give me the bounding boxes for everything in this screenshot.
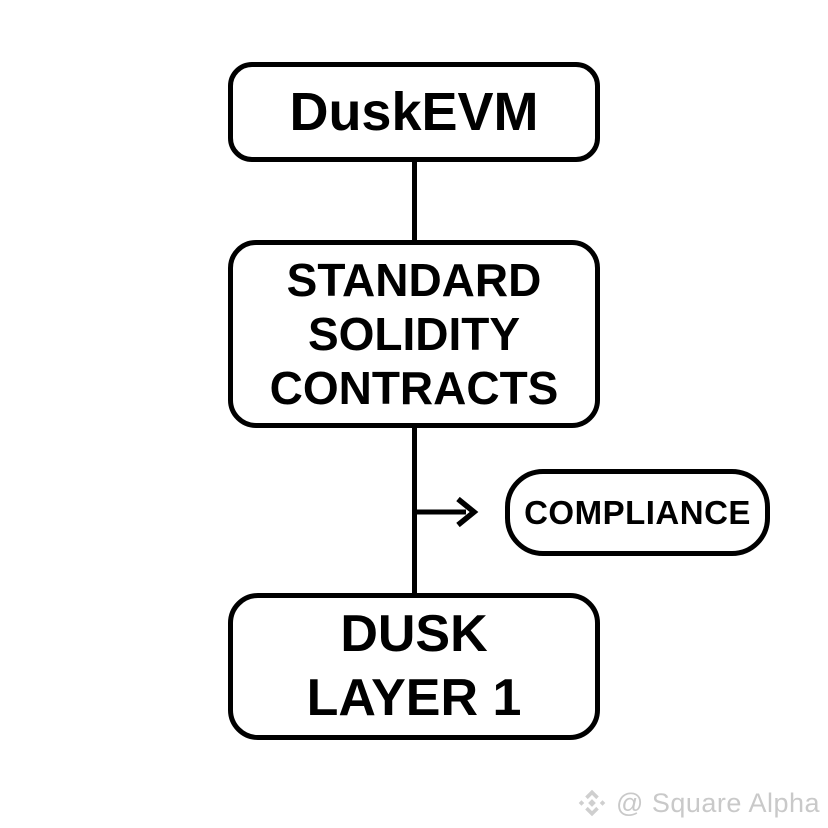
node-standard-line-3: CONTRACTS [269, 362, 559, 415]
node-standard-line-1: STANDARD [286, 253, 542, 306]
connector-duskevm-to-standard [412, 160, 417, 242]
node-dusk-layer1-line-1: DUSK [340, 605, 488, 664]
node-duskevm: DuskEVM [228, 62, 600, 162]
node-dusk-layer1-line-2: LAYER 1 [306, 668, 522, 727]
node-duskevm-label: DuskEVM [289, 82, 539, 142]
node-compliance-label: COMPLIANCE [524, 493, 751, 531]
binance-square-logo-icon [578, 789, 606, 817]
node-compliance: COMPLIANCE [505, 469, 770, 556]
node-standard-line-2: SOLIDITY [307, 307, 521, 360]
node-dusk-layer-1: DUSK LAYER 1 [228, 593, 600, 740]
arrow-to-compliance [414, 496, 479, 528]
node-standard-solidity-contracts: STANDARD SOLIDITY CONTRACTS [228, 240, 600, 428]
watermark: @ Square Alpha [575, 786, 820, 820]
watermark-text: @ Square Alpha [615, 787, 820, 818]
